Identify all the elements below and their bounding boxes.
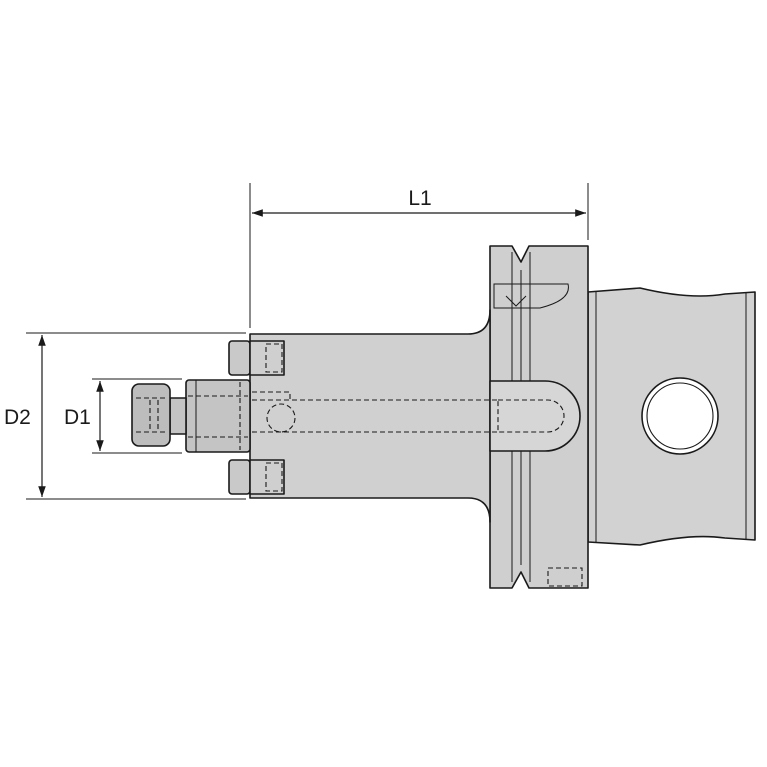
drive-key-top xyxy=(228,340,251,376)
d1-label: D1 xyxy=(64,406,91,429)
drive-key-bottom xyxy=(228,459,251,495)
screw-head xyxy=(131,383,171,447)
orientation-notch xyxy=(493,283,569,309)
drawbar-bore xyxy=(489,380,581,452)
arbor-body xyxy=(249,309,491,523)
d2-label: D2 xyxy=(4,406,31,429)
screw-neck xyxy=(169,397,187,435)
drive-hole xyxy=(641,377,719,455)
l1-label: L1 xyxy=(408,187,431,210)
